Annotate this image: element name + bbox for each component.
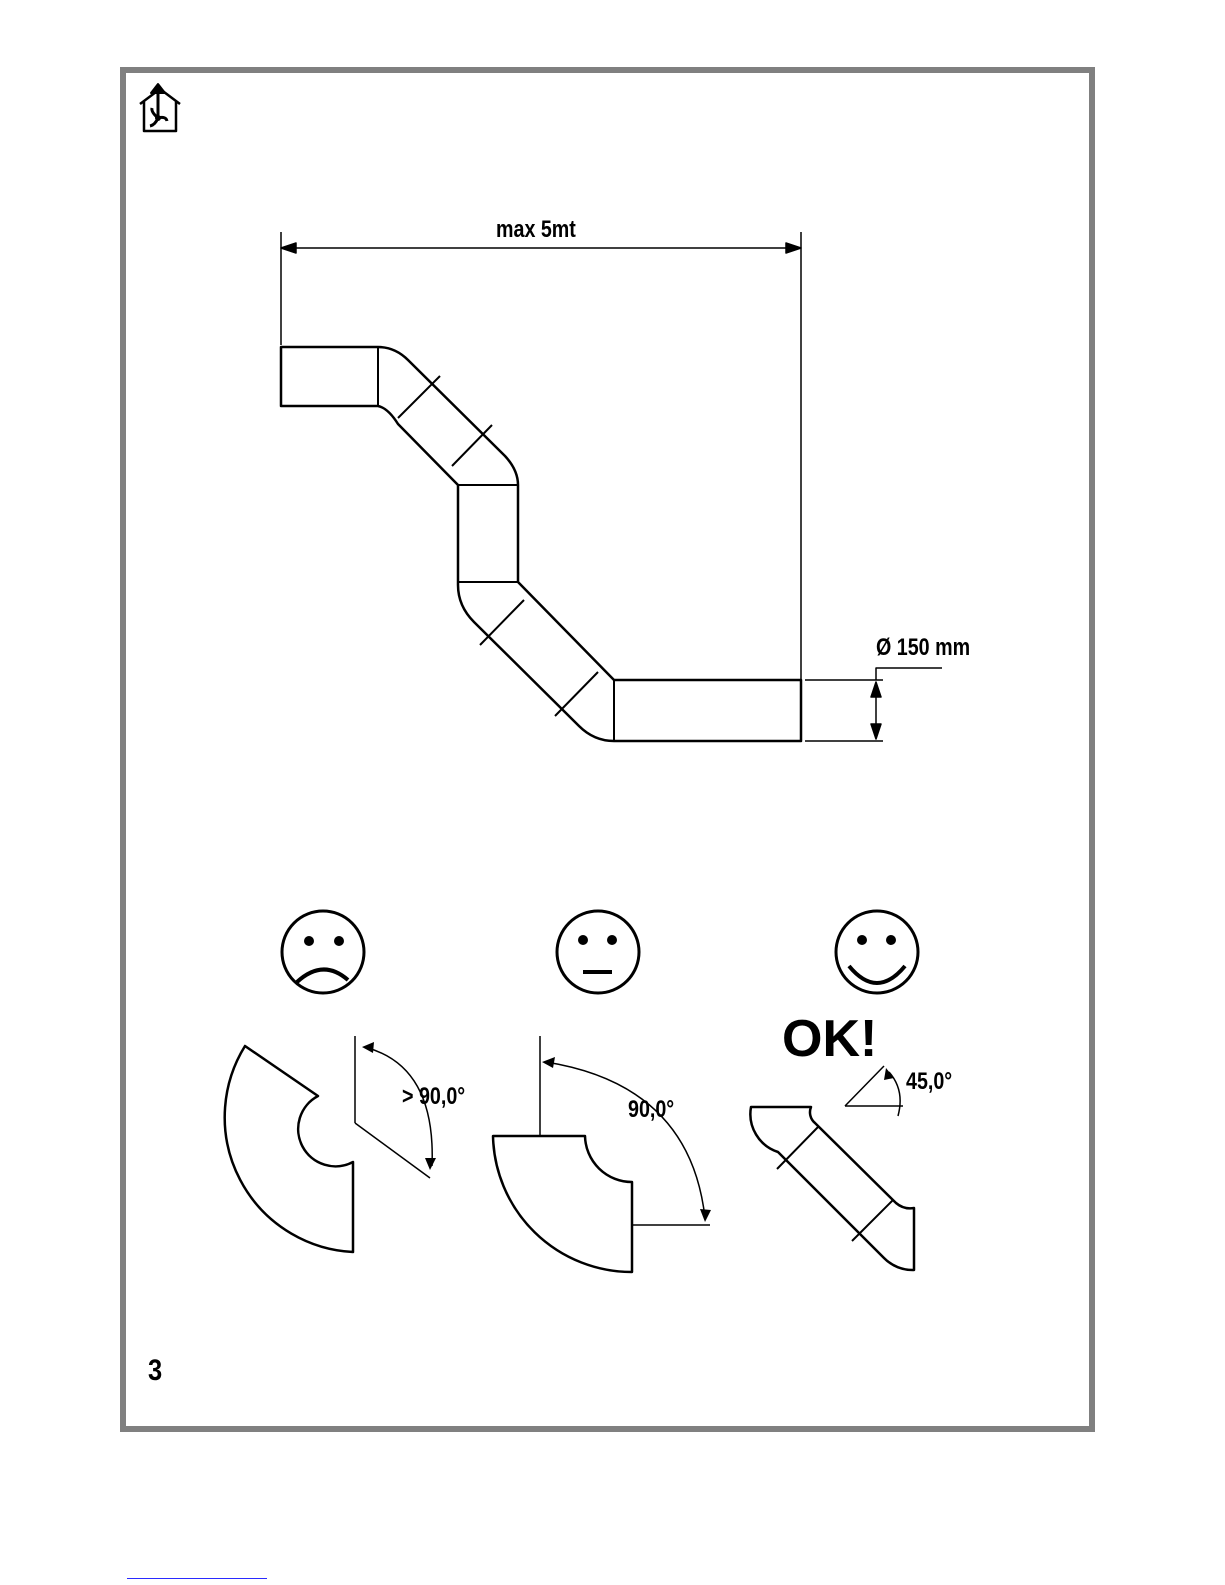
bend-90 bbox=[493, 1036, 711, 1272]
happy-face-icon bbox=[836, 911, 918, 993]
angle-label-over-90: > 90,0° bbox=[402, 1085, 465, 1109]
diameter-dimension bbox=[805, 668, 942, 741]
house-extraction-fan-icon bbox=[140, 84, 180, 131]
max-length-dimension bbox=[281, 232, 801, 680]
bend-over-90 bbox=[225, 1036, 436, 1252]
sad-face-icon bbox=[282, 911, 364, 993]
angle-label-45: 45,0° bbox=[906, 1070, 952, 1094]
max-length-label: max 5mt bbox=[496, 218, 576, 242]
footer-link-underline bbox=[127, 1578, 267, 1579]
diameter-label: Ø 150 mm bbox=[876, 636, 970, 660]
bend-45 bbox=[750, 1066, 914, 1270]
angle-label-90: 90,0° bbox=[628, 1098, 674, 1122]
page-number: 3 bbox=[148, 1356, 162, 1386]
ok-verdict-label: OK! bbox=[782, 1013, 877, 1065]
neutral-face-icon bbox=[557, 911, 639, 993]
duct-run bbox=[281, 347, 801, 741]
